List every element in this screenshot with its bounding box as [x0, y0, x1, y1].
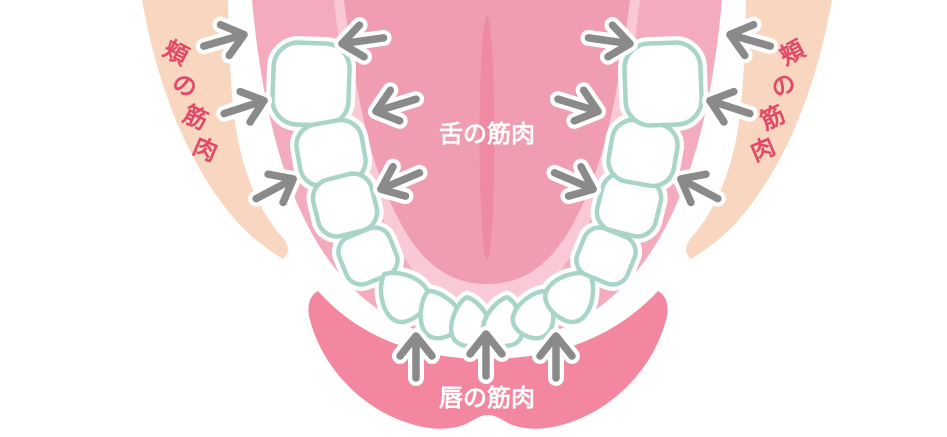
tooth-molar [272, 42, 351, 127]
tooth-molar [605, 117, 681, 190]
arrow-icon [673, 165, 725, 213]
arrow-icon [249, 165, 301, 213]
tongue-muscle-label: 舌の筋肉 [439, 120, 535, 148]
tooth-molar [624, 42, 703, 127]
lip-muscle-label: 唇の筋肉 [439, 384, 535, 412]
tongue-midline [479, 16, 495, 260]
